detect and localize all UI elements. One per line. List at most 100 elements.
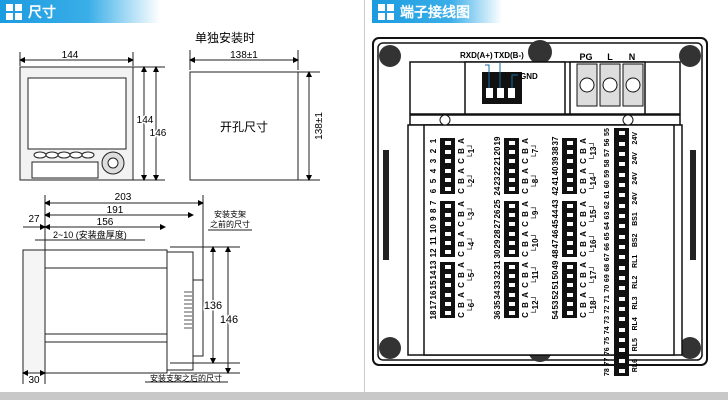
channel-letter: B — [457, 178, 466, 184]
label-rxd: RXD(A+) — [460, 51, 493, 60]
channel-id: └17┘ — [589, 264, 598, 286]
terminal-number: 61 — [604, 190, 611, 199]
terminal-number: 74 — [604, 326, 611, 335]
terminal-number: 14 — [429, 270, 438, 280]
channel-letter: C — [579, 282, 588, 288]
channel-id: └9┘ — [531, 205, 540, 221]
channel-letter: A — [521, 168, 530, 174]
front-height-outer: 146 — [150, 128, 167, 139]
channel-letter: A — [457, 292, 466, 298]
terminal-number: 76 — [604, 347, 611, 356]
label-n: N — [629, 52, 636, 62]
terminal-number: 3 — [429, 158, 438, 164]
channel-letter: C — [457, 312, 466, 318]
terminal-number: 53 — [551, 300, 560, 310]
channel-letter: A — [579, 168, 588, 174]
channel-letter: C — [579, 158, 588, 164]
terminal-number: 59 — [604, 169, 611, 178]
bracket-rear-note: 安装支架之后的尺寸 — [150, 373, 222, 383]
terminal-bar — [504, 138, 519, 194]
terminal-number: 72 — [604, 305, 611, 314]
dim-156: 156 — [97, 217, 114, 228]
terminal-label: RL3 — [632, 296, 639, 310]
channel-letter: C — [579, 312, 588, 318]
terminal-number: 9 — [429, 216, 438, 221]
terminal-bar — [562, 138, 577, 194]
terminal-number: 25 — [493, 199, 502, 209]
channel-letter: A — [521, 201, 530, 207]
channel-letter: B — [579, 211, 588, 217]
windows-icon — [378, 3, 394, 20]
channel-letter: B — [521, 272, 530, 278]
dim-203: 203 — [115, 192, 132, 203]
channel-letter: B — [457, 272, 466, 278]
channel-letter: A — [457, 201, 466, 207]
channel-letter: B — [521, 148, 530, 154]
terminal-number: 71 — [604, 295, 611, 303]
channel-letter: B — [579, 241, 588, 247]
channel-id: └15┘ — [589, 203, 598, 225]
terminal-bar — [504, 262, 519, 318]
terminal-label: BS1 — [632, 212, 639, 226]
terminal-number: 62 — [604, 201, 611, 209]
panel-thickness: 2~10 (安装盘厚度) — [53, 229, 127, 240]
cutout-label: 开孔尺寸 — [220, 120, 268, 134]
front-view — [19, 52, 165, 181]
front-height-inner: 144 — [137, 115, 154, 126]
front-width: 144 — [62, 50, 79, 61]
channel-id: └4┘ — [467, 236, 476, 252]
channel-letter: B — [579, 178, 588, 184]
cutout-width: 138±1 — [230, 50, 258, 61]
terminal-number: 78 — [604, 368, 611, 376]
terminal-number: 67 — [604, 253, 611, 262]
terminal-bar — [440, 201, 455, 257]
channel-letter: A — [579, 201, 588, 207]
terminal-number: 63 — [604, 211, 611, 220]
channel-id: └18┘ — [589, 294, 598, 316]
dim-27: 27 — [28, 214, 40, 225]
channel-id: └5┘ — [467, 267, 476, 283]
terminal-number: 55 — [604, 128, 611, 136]
dim-146: 146 — [220, 314, 238, 326]
terminal-label: RL4 — [632, 317, 639, 331]
channel-letter: B — [579, 148, 588, 154]
terminal-label: RL6 — [632, 358, 639, 373]
terminal-number: 47 — [551, 239, 560, 249]
terminal-number: 40 — [551, 166, 560, 176]
terminal-number: 31 — [493, 260, 502, 270]
terminal-number: 66 — [604, 242, 611, 251]
terminal-number: 34 — [493, 290, 502, 300]
cutout-caption: 单独安装时 — [195, 30, 255, 45]
terminal-number: 49 — [551, 260, 560, 270]
channel-id: └12┘ — [531, 294, 540, 316]
terminal-number: 46 — [551, 229, 560, 239]
channel-letter: B — [521, 178, 530, 184]
dim-136: 136 — [204, 300, 222, 312]
bracket-front-note: 安装支架 — [214, 209, 246, 219]
terminal-number: 35 — [493, 300, 502, 310]
channel-id: └14┘ — [589, 170, 598, 192]
channel-id: └13┘ — [589, 140, 598, 162]
channel-letter: A — [521, 138, 530, 144]
terminal-number: 45 — [551, 219, 560, 229]
terminal-number: 22 — [493, 166, 502, 176]
terminal-number: 30 — [493, 249, 502, 259]
dim-30: 30 — [28, 375, 40, 386]
channel-letter: B — [521, 241, 530, 247]
section-title: 端子接线图 — [400, 3, 470, 20]
channel-letter: B — [457, 302, 466, 308]
terminal-bar — [562, 201, 577, 257]
channel-letter: C — [521, 282, 530, 288]
terminal-number: 68 — [604, 263, 611, 272]
terminal-number: 28 — [493, 229, 502, 239]
dim-191: 191 — [107, 205, 124, 216]
terminal-label: 24V — [632, 172, 639, 185]
terminal-label: RL5 — [632, 338, 639, 352]
terminal-number: 19 — [493, 136, 502, 146]
channel-id: └1┘ — [467, 143, 476, 159]
channel-letter: C — [521, 312, 530, 318]
channel-letter: B — [521, 211, 530, 217]
